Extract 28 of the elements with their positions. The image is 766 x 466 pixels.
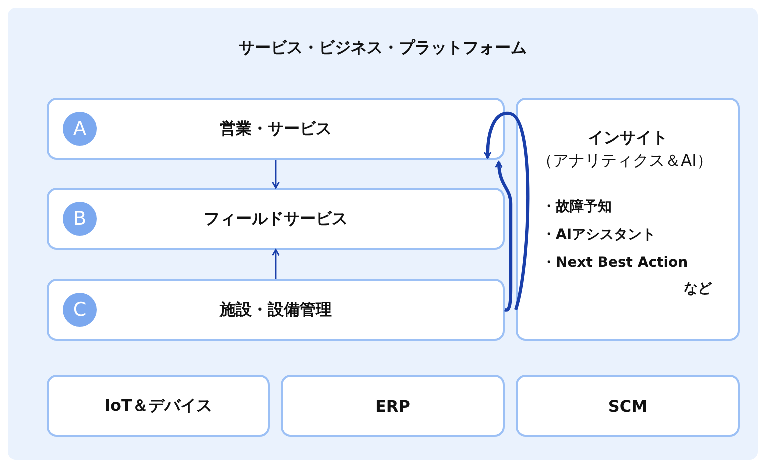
box-label: フィールドサービス [204, 208, 348, 230]
list-item: ・Next Best Action [542, 254, 688, 272]
arrow [272, 249, 280, 279]
system-box [281, 375, 505, 437]
box-label: IoT＆デバイス [104, 396, 212, 416]
letter-badge: B [63, 202, 97, 236]
arrow [495, 161, 513, 312]
list-item: ・故障予知 [542, 198, 612, 216]
box-label: ERP [376, 396, 410, 416]
system-box [516, 375, 740, 437]
insight-box [516, 98, 740, 341]
etc-text: など [684, 280, 712, 298]
letter-badge: C [63, 293, 97, 327]
box-label: 営業・サービス [220, 118, 332, 140]
process-box [47, 98, 505, 160]
arrow [272, 160, 280, 189]
process-box [47, 188, 505, 250]
platform-panel [8, 8, 758, 460]
panel-title: サービス・ビジネス・プラットフォーム [238, 38, 528, 59]
process-box [47, 279, 505, 341]
list-item: ・AIアシスタント [542, 226, 656, 244]
system-box [47, 375, 270, 437]
insight-subheading: （アナリティクス＆AI） [537, 151, 713, 172]
arrow [484, 112, 530, 310]
box-label: 施設・設備管理 [220, 300, 332, 320]
insight-heading: インサイト [588, 128, 668, 149]
box-label: SCM [608, 396, 648, 416]
letter-badge: A [63, 112, 97, 146]
